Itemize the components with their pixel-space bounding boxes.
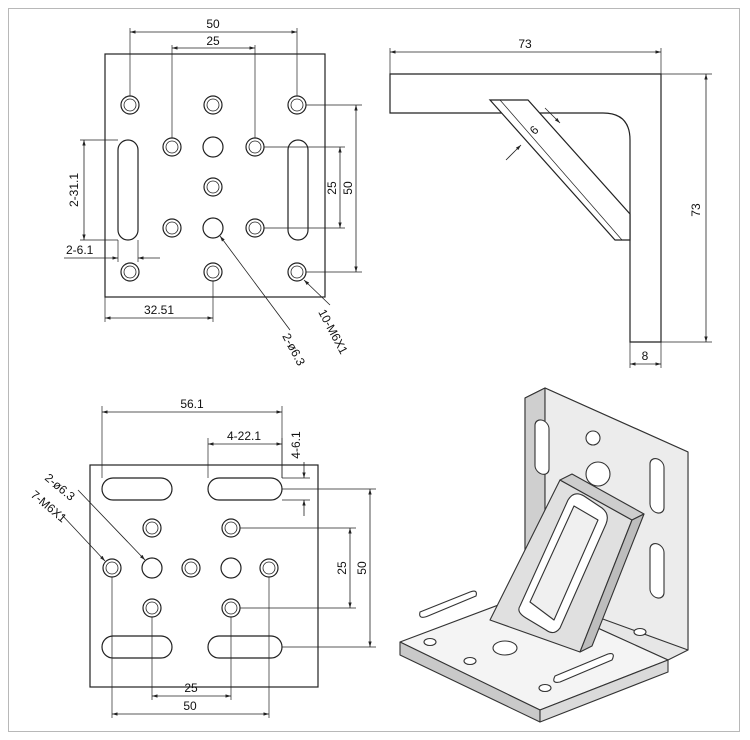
bottom-view-slot-top-right <box>207 477 283 501</box>
top-view-offset-label: 32.51 <box>144 303 174 317</box>
side-view-height-label: 73 <box>689 203 703 217</box>
bottom-view: 56.1 4-22.1 4-6.1 25 50 25 <box>28 397 376 718</box>
bottom-view-width-outer-label: 50 <box>183 699 197 713</box>
bottom-view-slot-span-label: 56.1 <box>180 397 204 411</box>
side-view-plate-thickness-label: 8 <box>642 349 649 363</box>
angle-bracket-3d-icon <box>399 387 689 723</box>
top-view-through-holes <box>202 136 224 239</box>
side-view-width-label: 73 <box>518 37 532 51</box>
top-view-threaded-holes <box>120 95 307 282</box>
top-view-right-slot <box>287 139 309 241</box>
bottom-view-height-inner-label: 25 <box>335 561 349 575</box>
top-view-threaded-holes-label: 10-M6X1 <box>315 307 350 357</box>
top-view-width-inner-label: 25 <box>206 34 220 48</box>
top-view-height-inner-label: 25 <box>325 181 339 195</box>
bottom-view-slot-bottom-right <box>207 635 283 659</box>
top-view-slot-length-label: 2-31.1 <box>67 173 81 207</box>
bottom-view-threaded-holes <box>102 518 279 618</box>
top-view-left-slot <box>117 139 139 241</box>
top-view-through-holes-label: 2-ø6.3 <box>279 331 308 368</box>
side-view-rib <box>488 99 631 241</box>
bottom-view-through-holes <box>141 557 242 579</box>
bottom-view-width-inner-label: 25 <box>184 681 198 695</box>
side-view: 73 73 6 8 <box>389 37 712 368</box>
bottom-view-slot-bottom-left <box>101 635 173 659</box>
bottom-view-slot-top-left <box>101 477 173 501</box>
side-view-bracket-outline <box>389 73 662 343</box>
bottom-view-height-outer-label: 50 <box>355 561 369 575</box>
drawing-frame <box>8 8 740 732</box>
top-view-slot-width-label: 2-6.1 <box>66 243 94 257</box>
bottom-view-slot-width-label: 4-6.1 <box>289 431 303 459</box>
top-view-height-outer-label: 50 <box>341 181 355 195</box>
top-view: 50 25 25 50 2-31.1 2-6.1 <box>64 17 362 368</box>
top-view-width-outer-label: 50 <box>206 17 220 31</box>
bottom-view-slot-length-label: 4-22.1 <box>227 429 261 443</box>
